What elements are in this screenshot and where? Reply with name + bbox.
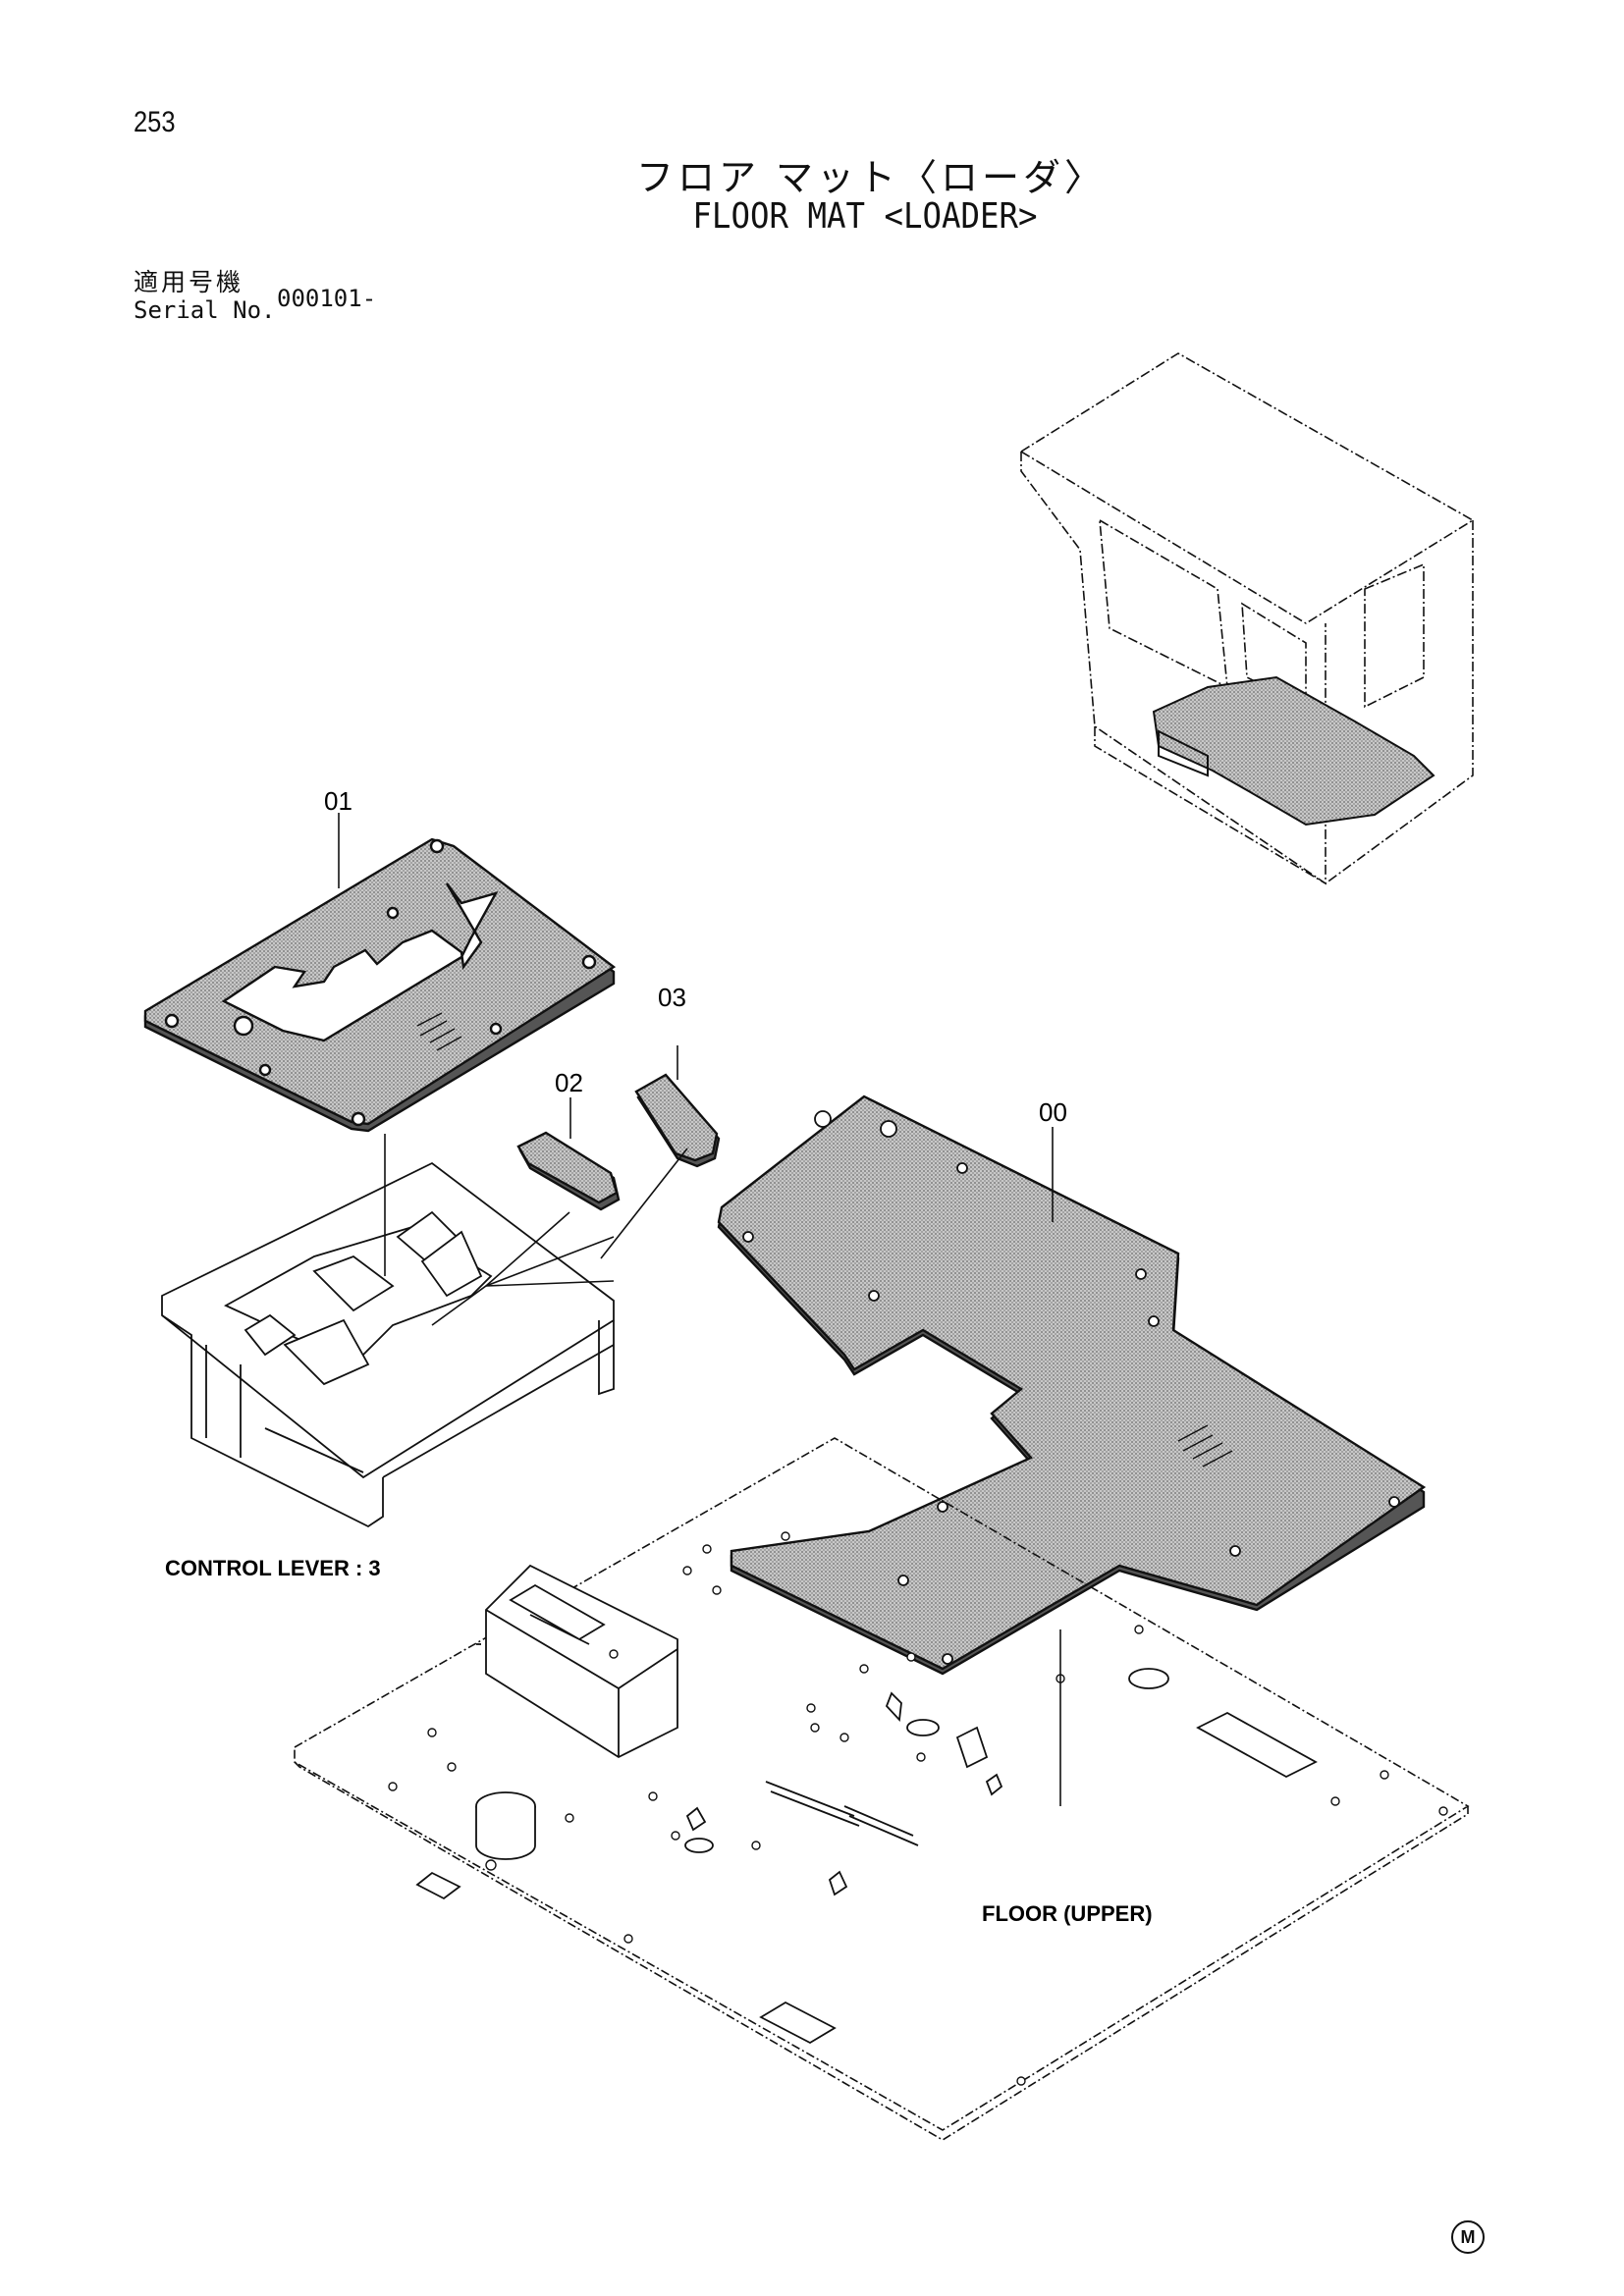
control-lever-assembly — [161, 1161, 615, 1528]
serial-label-japanese: 適用号機 — [134, 268, 244, 296]
page-title-english: FLOOR MAT <LOADER> — [692, 196, 1038, 237]
part-02-pedal-pad — [516, 1131, 621, 1211]
callout-01: 01 — [324, 786, 352, 816]
floor-upper-plate — [294, 1437, 1470, 2141]
floor-upper-label: FLOOR (UPPER) — [982, 1901, 1153, 1926]
page-title-japanese: フロア マット〈ローダ〉 — [635, 156, 1107, 199]
callout-00: 00 — [1039, 1097, 1067, 1127]
cab-overview — [1019, 352, 1475, 885]
callout-02: 02 — [555, 1068, 583, 1097]
maker-mark-icon: M — [1451, 2220, 1485, 2254]
part-01-lever-mat — [143, 837, 617, 1133]
part-00-floor-mat — [717, 1095, 1427, 1676]
cab-floor-mat-preview — [1152, 675, 1435, 827]
leader-lines — [338, 813, 1061, 1806]
floor-upper-details — [415, 1564, 1318, 2045]
page-number: 253 — [134, 106, 176, 138]
serial-label-english: Serial No. — [134, 296, 276, 324]
callout-03: 03 — [658, 983, 686, 1012]
floor-plate-holes — [388, 1531, 1448, 2086]
serial-number-value: 000101- — [277, 285, 377, 312]
control-lever-label: CONTROL LEVER : 3 — [165, 1556, 381, 1580]
part-03-pedal-pad — [634, 1073, 721, 1168]
